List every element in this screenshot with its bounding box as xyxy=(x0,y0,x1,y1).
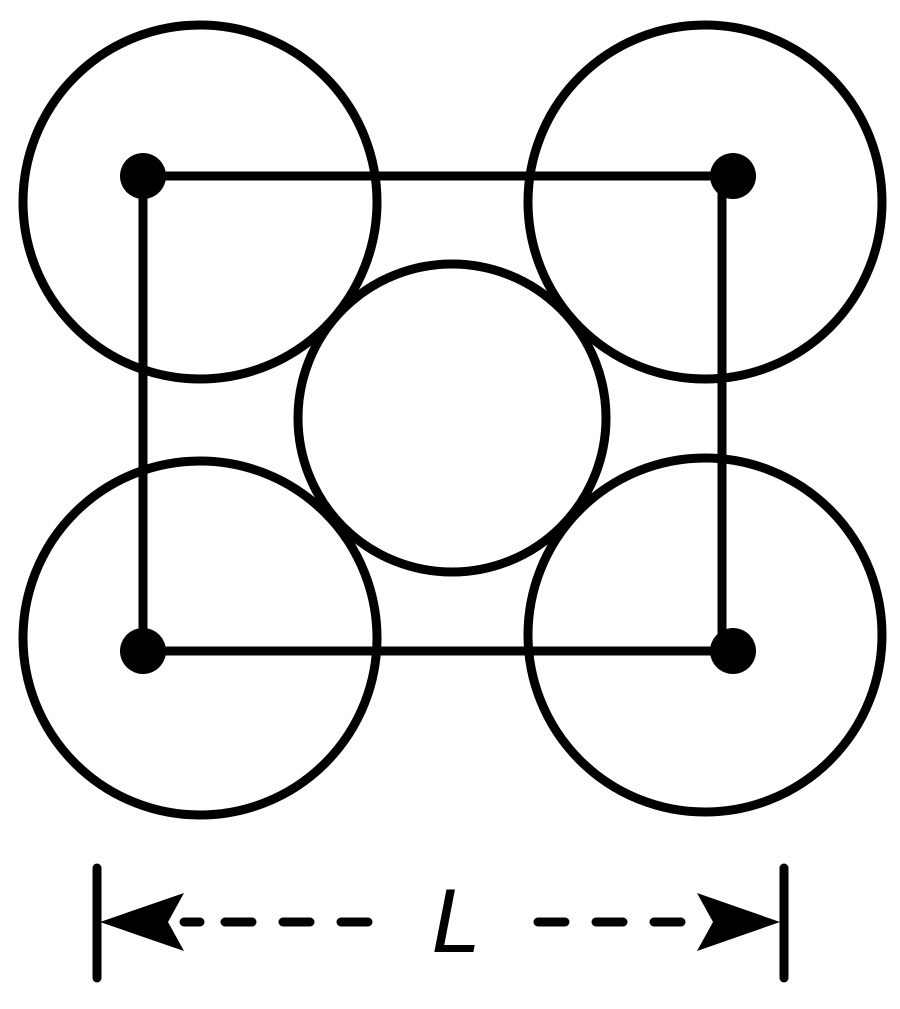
dimension-left-arrowhead xyxy=(100,893,184,951)
dimension-right-arrowhead xyxy=(697,893,780,951)
lattice-points xyxy=(120,153,756,674)
corner-atom-top-left xyxy=(18,20,382,384)
dimension-label: L xyxy=(432,873,480,973)
corner-atoms xyxy=(18,20,887,820)
lattice-point-bottom-left xyxy=(120,628,166,674)
lattice-point-bottom-right xyxy=(710,628,756,674)
lattice-point-top-left xyxy=(120,153,166,199)
corner-atom-bottom-left xyxy=(18,456,382,820)
square-edges xyxy=(138,171,738,656)
corner-atom-bottom-right xyxy=(523,453,887,817)
corner-atom-top-right xyxy=(523,20,887,384)
dimension-indicator: L xyxy=(92,863,789,983)
lattice-point-top-right xyxy=(710,153,756,199)
center-atom xyxy=(293,259,611,577)
